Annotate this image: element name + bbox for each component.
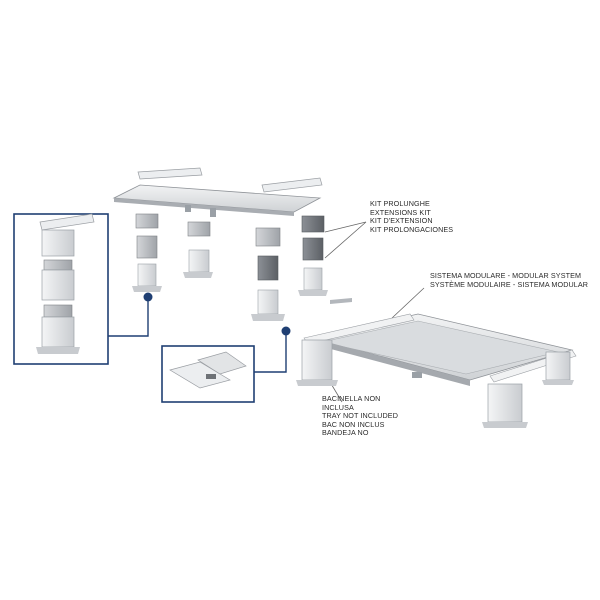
callout-dot-leg: [143, 292, 153, 302]
rail-right-exploded: [261, 177, 323, 193]
assembled-modular-system: [296, 313, 577, 428]
leg-column-2: [183, 221, 213, 278]
leader-connector-detail: [254, 332, 287, 373]
tray-label-fr: BAC NON INCLUS: [322, 419, 385, 429]
kit-label-fr: KIT D'EXTENSION: [370, 216, 433, 226]
kit-label-en: EXTENSIONS KIT: [370, 207, 431, 217]
leader-lines: [108, 298, 287, 373]
leader-leg-detail: [108, 298, 149, 337]
leg-column-3: [251, 227, 285, 321]
label-pointers: [323, 221, 425, 403]
tray-not-included-label: BACINELLA NON INCLUSA TRAY NOT INCLUDED …: [322, 394, 398, 438]
extensions-kit-label: KIT PROLUNGHE EXTENSIONS KIT KIT D'EXTEN…: [370, 199, 454, 234]
extension-kit-parts: [298, 215, 352, 304]
leg-column-1: [132, 213, 162, 292]
callout-dot-connector: [281, 326, 291, 336]
tray-label-en: TRAY NOT INCLUDED: [322, 411, 398, 421]
detail-leg-closeup: [36, 213, 95, 354]
modular-system-label: SISTEMA MODULARE - MODULAR SYSTEM SYSTÈM…: [430, 271, 589, 289]
exploded-tray: [112, 184, 322, 217]
tray-label-it-1: BACINELLA NON: [322, 394, 381, 403]
modular-label-line2: SYSTÈME MODULAIRE - SISTEMA MODULAR: [430, 279, 589, 289]
detail-connector-closeup: [169, 351, 247, 389]
kit-label-it: KIT PROLUNGHE: [370, 199, 430, 208]
modular-label-line1: SISTEMA MODULARE - MODULAR SYSTEM: [430, 271, 582, 280]
tray-label-es: BANDEJA NO: [322, 428, 369, 438]
kit-label-es: KIT PROLONGACIONES: [370, 224, 454, 234]
tray-label-it-2: INCLUSA: [322, 402, 354, 412]
rail-left-exploded: [137, 167, 203, 180]
